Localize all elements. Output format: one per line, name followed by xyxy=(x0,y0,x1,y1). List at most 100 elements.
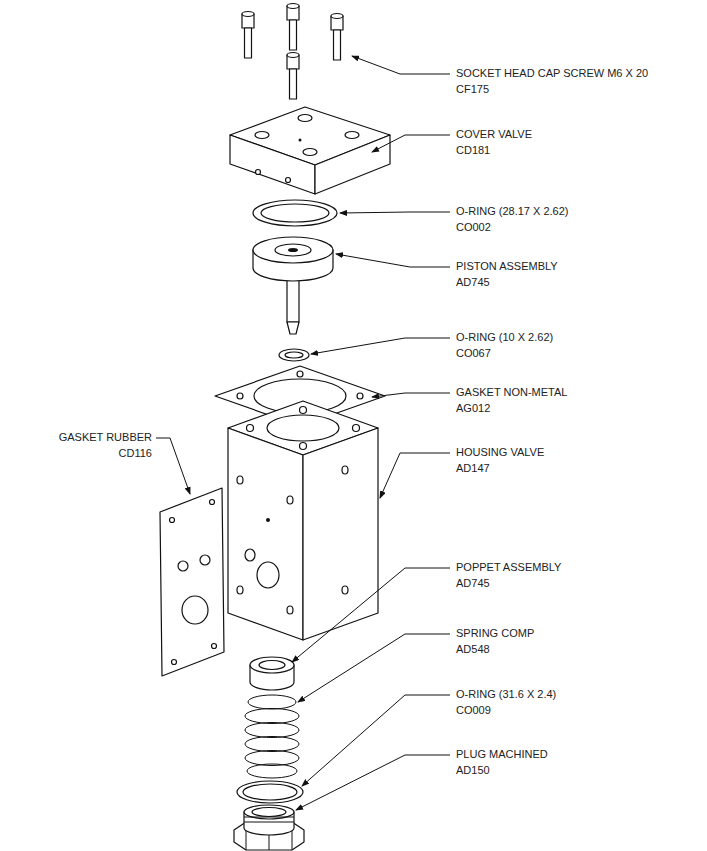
line-art xyxy=(297,371,303,377)
line-art xyxy=(334,30,341,60)
line-art xyxy=(230,135,315,194)
part-name: HOUSING VALVE xyxy=(455,446,545,459)
part-name: POPPET ASSEMBLY xyxy=(455,561,562,574)
part-number: CO002 xyxy=(455,221,492,234)
part-name: O-RING (28.17 X 2.62) xyxy=(455,205,570,218)
line-art xyxy=(290,69,297,99)
line-art xyxy=(247,425,254,432)
line-art xyxy=(287,606,293,614)
line-art xyxy=(288,248,298,252)
line-art xyxy=(357,393,363,399)
line-art xyxy=(345,132,359,139)
part-number: AD150 xyxy=(455,764,491,777)
line-art xyxy=(296,755,450,810)
line-art xyxy=(245,723,299,738)
line-art xyxy=(287,4,299,9)
line-art xyxy=(172,660,177,665)
line-art xyxy=(353,425,360,432)
line-art xyxy=(245,751,299,766)
line-art xyxy=(245,549,255,561)
poppet-assembly xyxy=(250,657,294,690)
line-art xyxy=(253,200,337,226)
line-art xyxy=(342,466,348,474)
line-art xyxy=(303,428,378,640)
line-art xyxy=(250,657,294,673)
line-art xyxy=(212,644,217,649)
line-art xyxy=(300,443,307,450)
gasket-rubber xyxy=(160,488,224,676)
part-name: PISTON ASSEMBLY xyxy=(455,260,559,273)
part-name: GASKET RUBBER xyxy=(58,431,153,444)
line-art xyxy=(243,784,297,800)
line-art xyxy=(237,586,243,594)
line-art xyxy=(303,149,317,156)
line-art xyxy=(237,476,243,484)
line-art xyxy=(372,393,450,397)
line-art xyxy=(287,322,299,334)
piston-assembly xyxy=(253,237,333,334)
line-art xyxy=(336,254,450,267)
part-number: AD147 xyxy=(455,462,491,475)
line-art xyxy=(275,244,311,256)
part-name: COVER VALVE xyxy=(455,128,533,141)
line-art xyxy=(160,488,224,676)
line-art xyxy=(228,428,303,640)
line-art xyxy=(292,568,450,662)
line-art xyxy=(287,4,299,51)
line-art xyxy=(255,132,269,139)
line-art xyxy=(287,53,299,100)
line-art xyxy=(245,737,299,752)
line-art xyxy=(267,415,339,441)
machined-plug xyxy=(234,805,304,850)
part-number: CF175 xyxy=(455,83,490,96)
line-art xyxy=(302,695,450,786)
line-art xyxy=(331,14,343,19)
line-art xyxy=(352,56,450,74)
line-art xyxy=(244,817,294,818)
screw-set xyxy=(242,4,343,100)
part-name: O-RING (31.6 X 2.4) xyxy=(455,688,557,701)
part-name: O-RING (10 X 2.62) xyxy=(455,331,554,344)
leader-lines xyxy=(156,56,450,810)
compression-spring xyxy=(245,695,299,778)
line-art xyxy=(286,178,291,183)
line-art xyxy=(287,496,293,504)
line-art xyxy=(254,379,346,413)
line-art xyxy=(331,14,343,61)
line-art xyxy=(287,53,299,58)
line-art xyxy=(178,561,188,571)
line-art xyxy=(244,805,294,819)
line-art xyxy=(252,808,286,817)
line-art xyxy=(298,634,450,702)
line-art xyxy=(253,237,333,263)
line-art xyxy=(257,562,279,588)
line-art xyxy=(261,204,329,222)
line-art xyxy=(299,139,302,142)
line-art xyxy=(170,518,175,523)
line-art xyxy=(245,709,299,724)
line-art xyxy=(342,586,348,594)
line-art xyxy=(279,349,309,361)
part-number: CD181 xyxy=(455,144,491,157)
housing-valve xyxy=(228,401,378,640)
line-art xyxy=(247,764,297,778)
line-art xyxy=(311,338,450,354)
line-art xyxy=(182,596,208,624)
line-art xyxy=(156,438,190,494)
o-ring xyxy=(237,781,303,803)
part-name: PLUG MACHINED xyxy=(455,748,549,761)
part-name: GASKET NON-METAL xyxy=(455,386,568,399)
line-art xyxy=(245,28,252,58)
line-art xyxy=(259,661,285,670)
line-art xyxy=(248,695,296,709)
line-art xyxy=(210,500,215,505)
part-number: AD548 xyxy=(455,643,491,656)
o-ring xyxy=(253,200,337,226)
line-art xyxy=(340,212,450,213)
line-art xyxy=(372,135,450,152)
part-number: CO067 xyxy=(455,347,492,360)
part-number: CO009 xyxy=(455,704,492,717)
line-art xyxy=(244,822,294,823)
